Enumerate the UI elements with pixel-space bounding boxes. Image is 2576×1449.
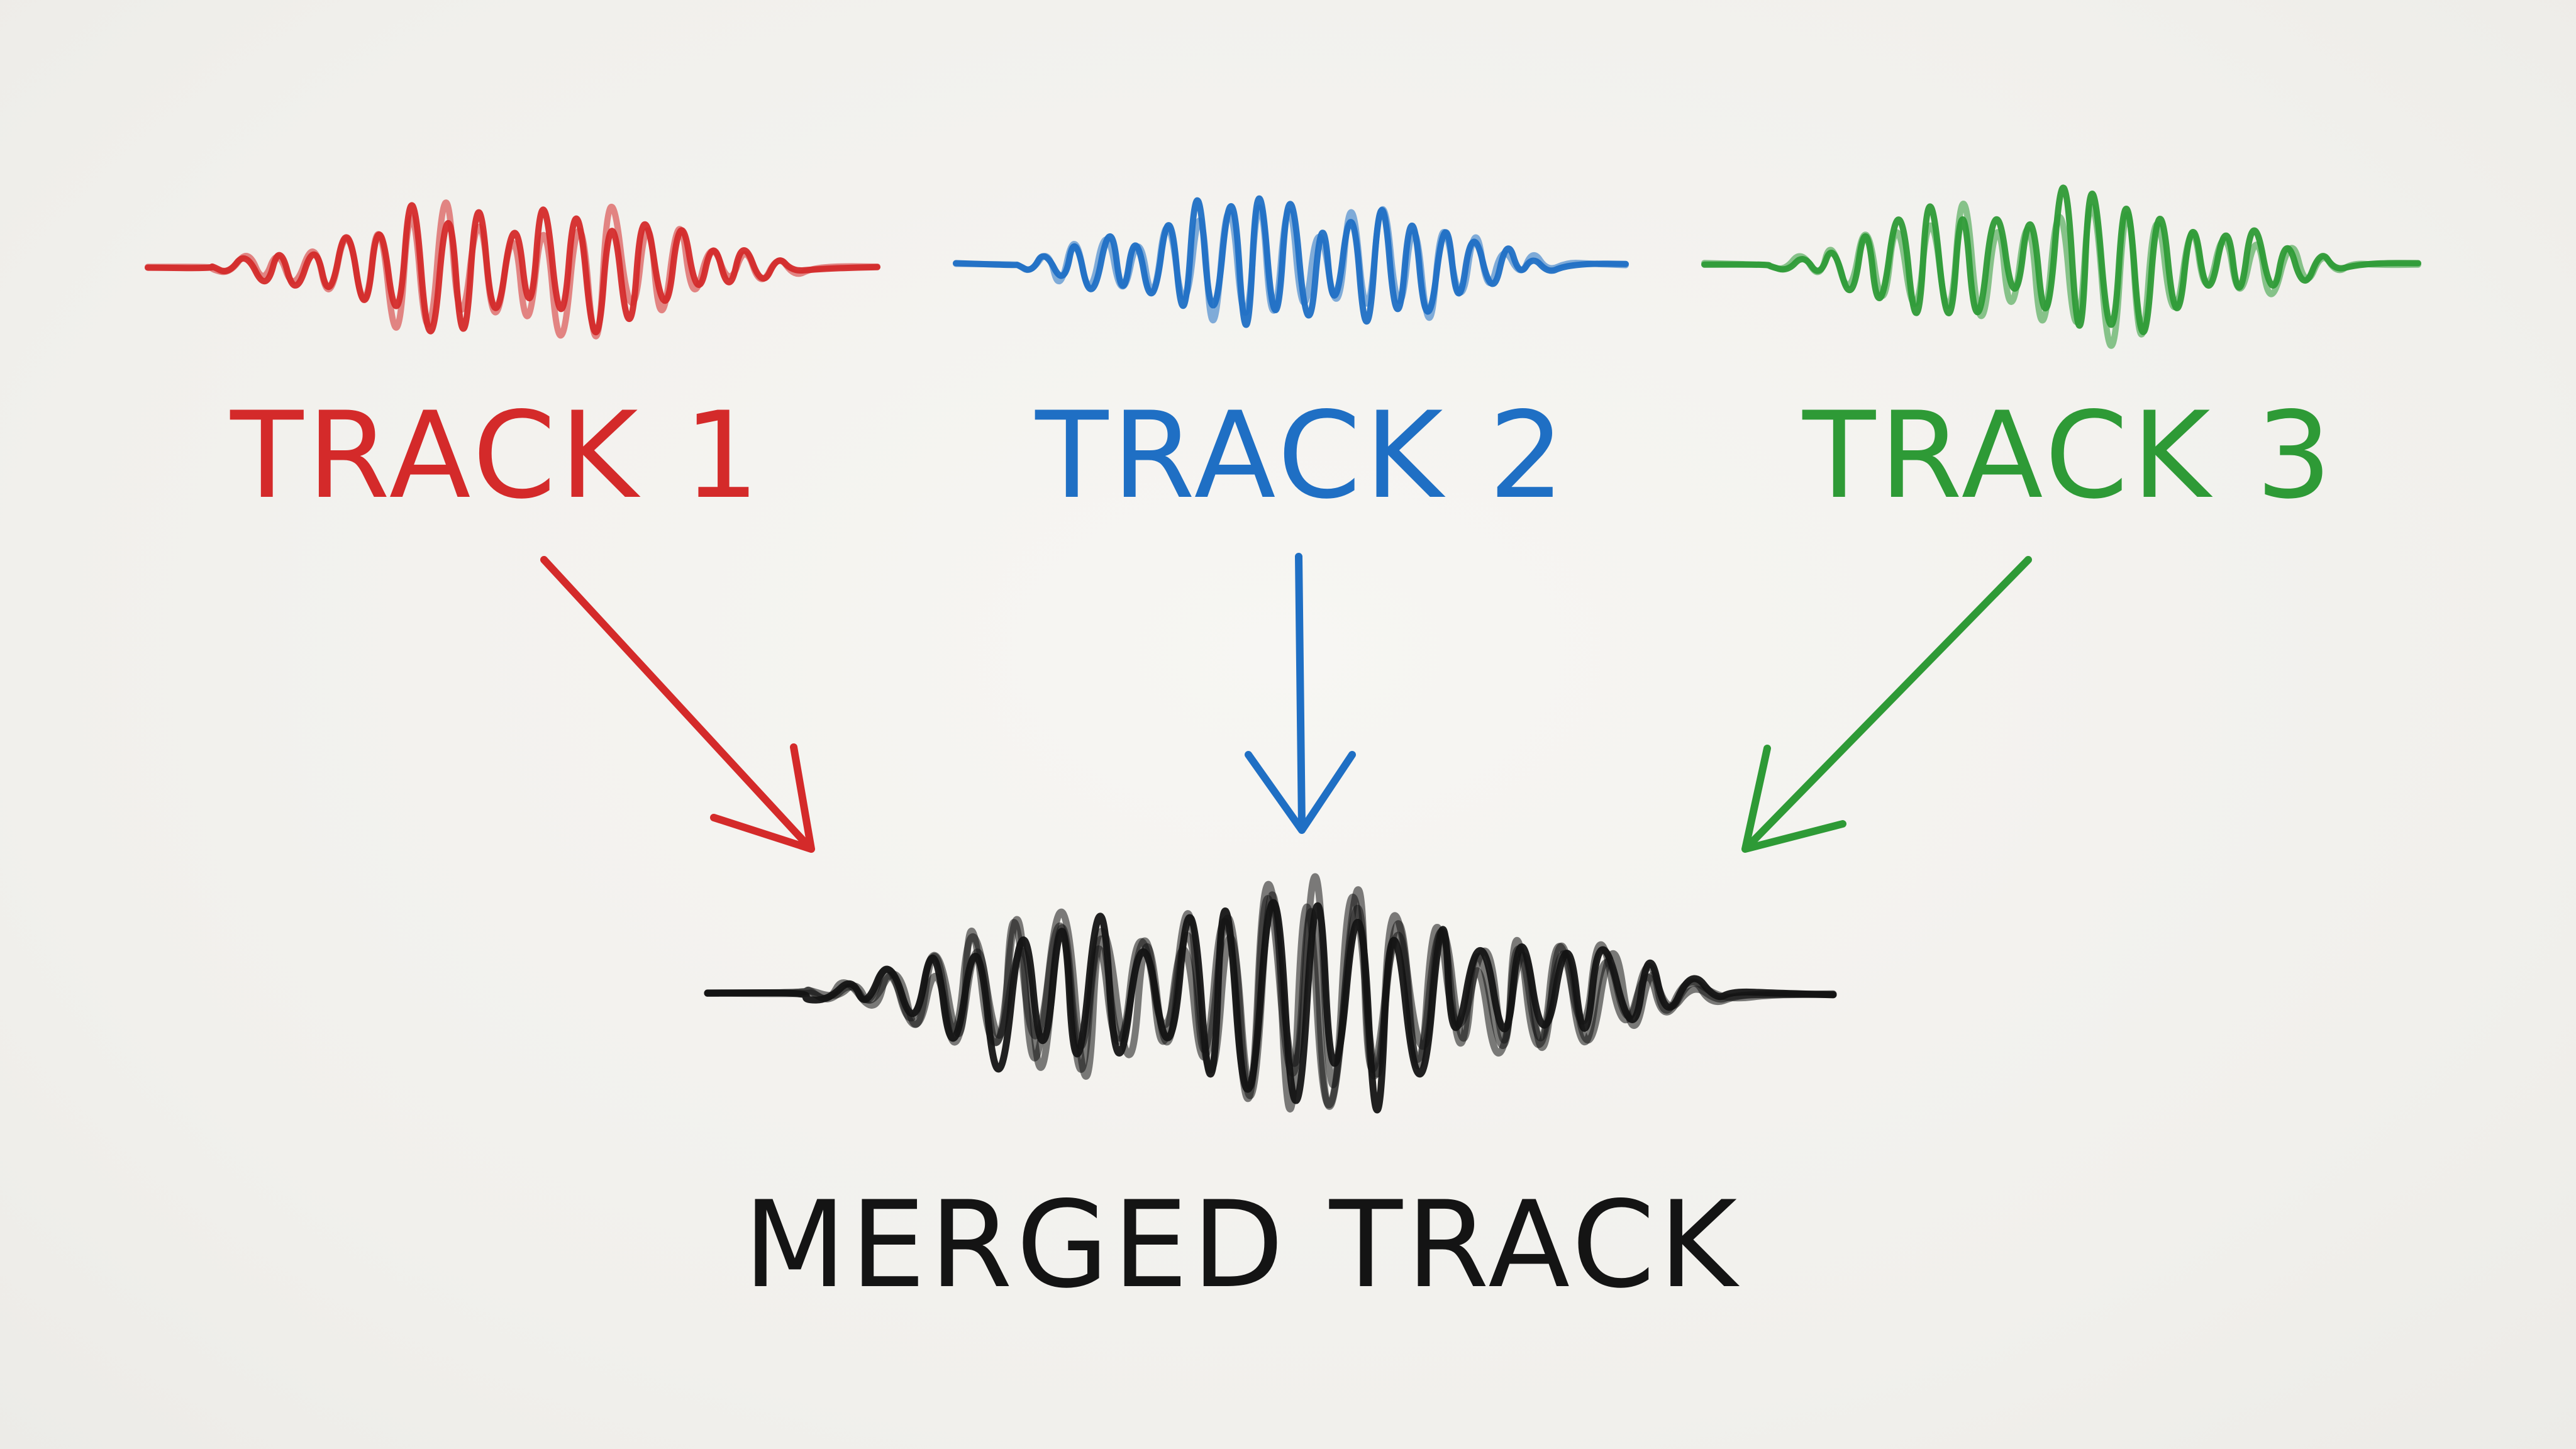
track-3-waveform <box>1701 184 2421 349</box>
track-2-group: TRACK 2 <box>953 195 1629 525</box>
track-1-arrow <box>540 556 815 853</box>
waveform-stroke <box>1701 201 2421 349</box>
track-3-label: TRACK 3 <box>1802 386 2336 525</box>
track-1-waveform <box>145 199 880 340</box>
track-1-label: TRACK 1 <box>230 386 763 525</box>
waveform-stroke <box>1701 184 2421 335</box>
waveform-stroke <box>953 204 1629 324</box>
merged-track-group: MERGED TRACK <box>704 873 1837 1314</box>
waveform-stroke <box>145 199 880 340</box>
track-2-waveform <box>953 195 1629 328</box>
merged-track-label: MERGED TRACK <box>743 1175 1741 1314</box>
track-3-arrow <box>1741 556 2032 853</box>
track-2-arrow <box>1245 553 1356 834</box>
merged-track-waveform <box>704 873 1837 1114</box>
track-2-label: TRACK 2 <box>1035 386 1568 525</box>
track-3-group: TRACK 3 <box>1701 184 2421 525</box>
track-1-group: TRACK 1 <box>145 199 880 525</box>
waveform-stroke <box>704 886 1837 1113</box>
